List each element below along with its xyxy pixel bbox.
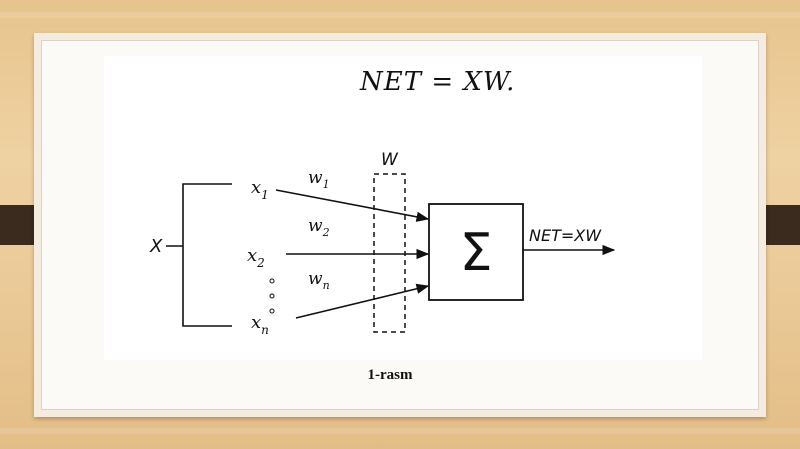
weight-w2-label: w2 (308, 216, 330, 239)
weights-dashed-box (373, 173, 406, 333)
weights-label: W (381, 150, 399, 170)
input-vector-label: X (149, 236, 163, 257)
output-label: NET=XW (529, 226, 602, 245)
input-bracket (182, 183, 232, 327)
input-xn-label: xn (251, 312, 269, 337)
ellipsis-dot (269, 278, 275, 284)
figure-caption: 1-rasm (367, 367, 413, 383)
net-formula: NET = XW. (360, 67, 516, 97)
input-x2-label: x2 (247, 245, 265, 270)
input-xn-arrow (295, 283, 430, 319)
ellipsis-dot (269, 308, 275, 314)
input-x1-arrow (275, 189, 430, 222)
weight-w1-label: w1 (308, 168, 330, 191)
sigma-icon: Σ (460, 223, 493, 283)
summation-box (428, 203, 524, 301)
weight-wn-label: wn (308, 269, 330, 292)
input-x1-label: x1 (251, 177, 269, 202)
diagram-background (104, 56, 702, 360)
ellipsis-dot (269, 293, 275, 299)
